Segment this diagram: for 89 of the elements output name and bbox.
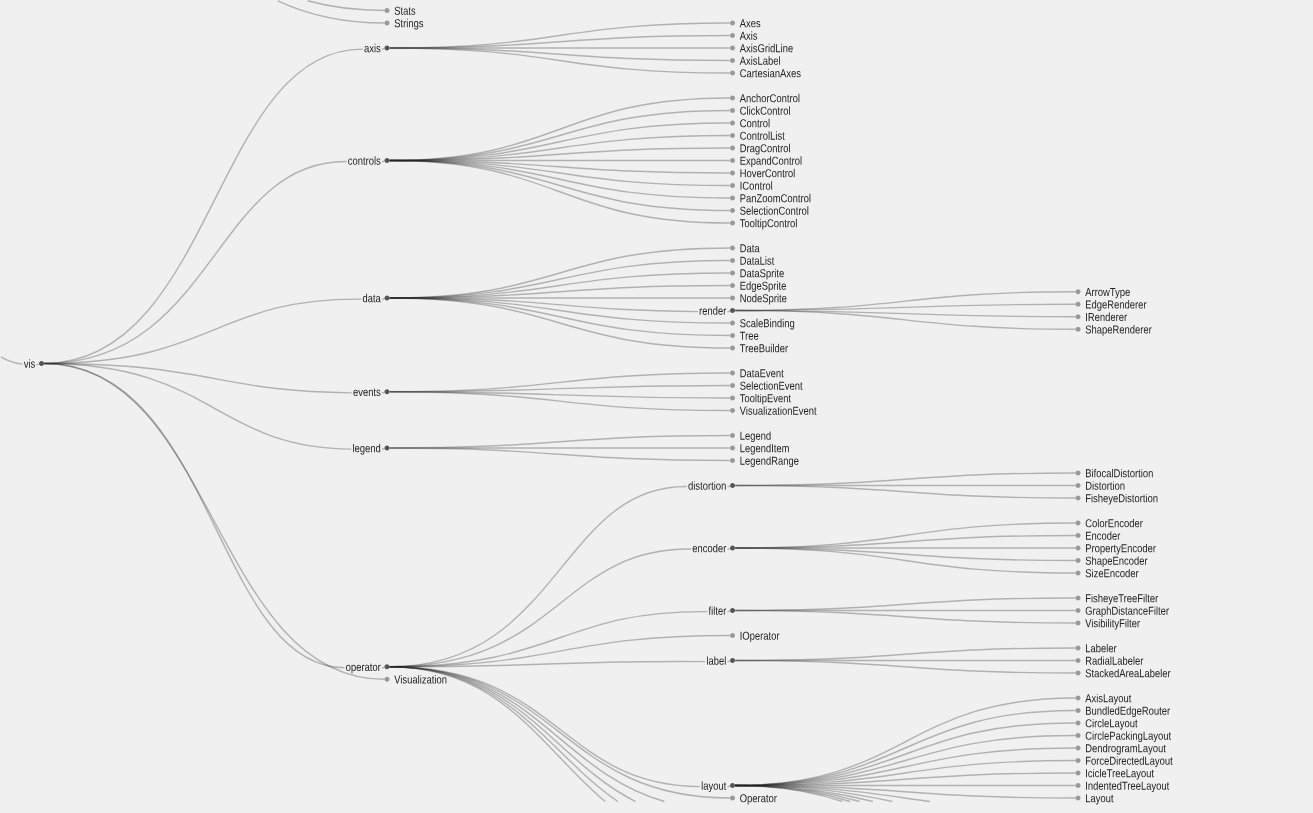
node-label: TooltipEvent: [739, 393, 791, 405]
node-label: AxisLabel: [739, 56, 780, 65]
node-label: controls: [348, 156, 381, 165]
node-label: IndentedTreeLayout: [1086, 781, 1170, 793]
node-label: Axis: [739, 31, 758, 40]
node-label: filter: [708, 606, 727, 615]
tree-link: [389, 447, 731, 462]
node-label: PanZoomControl: [740, 193, 811, 203]
tree-link: [389, 297, 731, 349]
node-label: ShapeEncoder: [1085, 556, 1148, 568]
node-label: layout: [701, 781, 727, 793]
node-label: VisibilityFilter: [1085, 618, 1140, 630]
node-label: IRenderer: [1086, 312, 1127, 322]
node-label: SelectionControl: [740, 206, 809, 215]
tree-link: [734, 309, 1076, 330]
node-label: ForceDirectedLayout: [1086, 756, 1173, 768]
node-label: StackedAreaLabeler: [1085, 668, 1171, 678]
node-label: CartesianAxes: [740, 68, 801, 78]
node-label: EdgeSprite: [740, 281, 786, 293]
node-label: NodeSprite: [740, 293, 787, 305]
node-label: PropertyEncoder: [1086, 543, 1156, 555]
node-label: AnchorControl: [739, 93, 800, 103]
node-label: ScaleBinding: [740, 318, 795, 330]
node-label: FisheyeDistortion: [1086, 493, 1158, 505]
node-label: LegendItem: [740, 443, 789, 455]
tree-link: [306, 0, 385, 12]
node-label: Data: [740, 244, 760, 253]
node-label: Tree: [739, 331, 759, 340]
tree-link: [0, 356, 24, 365]
node-label: encoder: [692, 543, 727, 553]
node-label: Stats: [394, 6, 416, 15]
tree-link: [389, 391, 731, 412]
node-label: BundledEdgeRouter: [1086, 706, 1170, 718]
node-label: ClickControl: [740, 106, 790, 115]
node-label: operator: [346, 663, 381, 674]
node-label: Legend: [740, 431, 771, 443]
node-label: ShapeRenderer: [1085, 325, 1152, 336]
tree-link: [734, 659, 1076, 674]
node-label: RadialLabeler: [1086, 656, 1144, 665]
tree-link: [277, 0, 385, 24]
tree-link: [734, 484, 1076, 499]
node-label: axis: [364, 43, 381, 53]
node-label: DendrogramLayout: [1086, 743, 1166, 755]
node-label: Operator: [740, 794, 777, 805]
node-label: Layout: [1086, 794, 1114, 805]
node-label: SelectionEvent: [740, 381, 803, 390]
node-label: render: [699, 306, 727, 315]
node-label: Control: [740, 118, 770, 128]
node-label: IOperator: [740, 631, 780, 643]
node-label: legend: [353, 443, 381, 455]
node-label: IcicleTreeLayout: [1086, 768, 1154, 780]
node-label: BifocalDistortion: [1086, 468, 1153, 478]
node-label: GraphDistanceFilter: [1085, 606, 1169, 618]
node-label: Encoder: [1086, 531, 1121, 540]
node-label: VisualizationEvent: [739, 406, 817, 415]
node-label: distortion: [688, 481, 726, 490]
node-label: EdgeRenderer: [1086, 300, 1147, 311]
node-label: ArrowType: [1085, 288, 1130, 299]
node-label: DataSprite: [740, 268, 784, 280]
node-label: Distortion: [1086, 481, 1125, 490]
node-label: CircleLayout: [1085, 718, 1138, 730]
node-label: IControl: [740, 181, 773, 190]
node-label: TreeBuilder: [739, 343, 788, 353]
node-label: TooltipControl: [739, 218, 797, 230]
node-label: ColorEncoder: [1085, 518, 1143, 528]
node-label: Visualization: [394, 675, 447, 684]
node-label: vis: [23, 359, 35, 368]
node-label: Labeler: [1086, 643, 1117, 653]
node-label: CirclePackingLayout: [1085, 731, 1172, 743]
node-label: DataEvent: [740, 369, 784, 378]
node-label: data: [362, 293, 381, 303]
node-label: AxisGridLine: [739, 43, 793, 53]
node-label: AxisLayout: [1085, 693, 1132, 705]
node-label: FisheyeTreeFilter: [1086, 593, 1159, 605]
node-label: SizeEncoder: [1085, 568, 1139, 578]
tree-link: [734, 547, 1076, 574]
node-label: DataList: [740, 256, 775, 265]
node-label: DragControl: [740, 143, 790, 155]
tree-link: [389, 159, 731, 224]
node-label: ExpandControl: [740, 156, 802, 168]
node-label: HoverControl: [740, 168, 795, 178]
node-label: Axes: [739, 19, 761, 28]
tree-link: [389, 47, 731, 74]
node-label: ControlList: [740, 131, 785, 140]
tree-link: [734, 609, 1076, 624]
node-label: Strings: [394, 18, 424, 30]
node-label: events: [353, 388, 381, 397]
node-label: label: [707, 656, 726, 665]
node-label: LegendRange: [740, 456, 799, 468]
